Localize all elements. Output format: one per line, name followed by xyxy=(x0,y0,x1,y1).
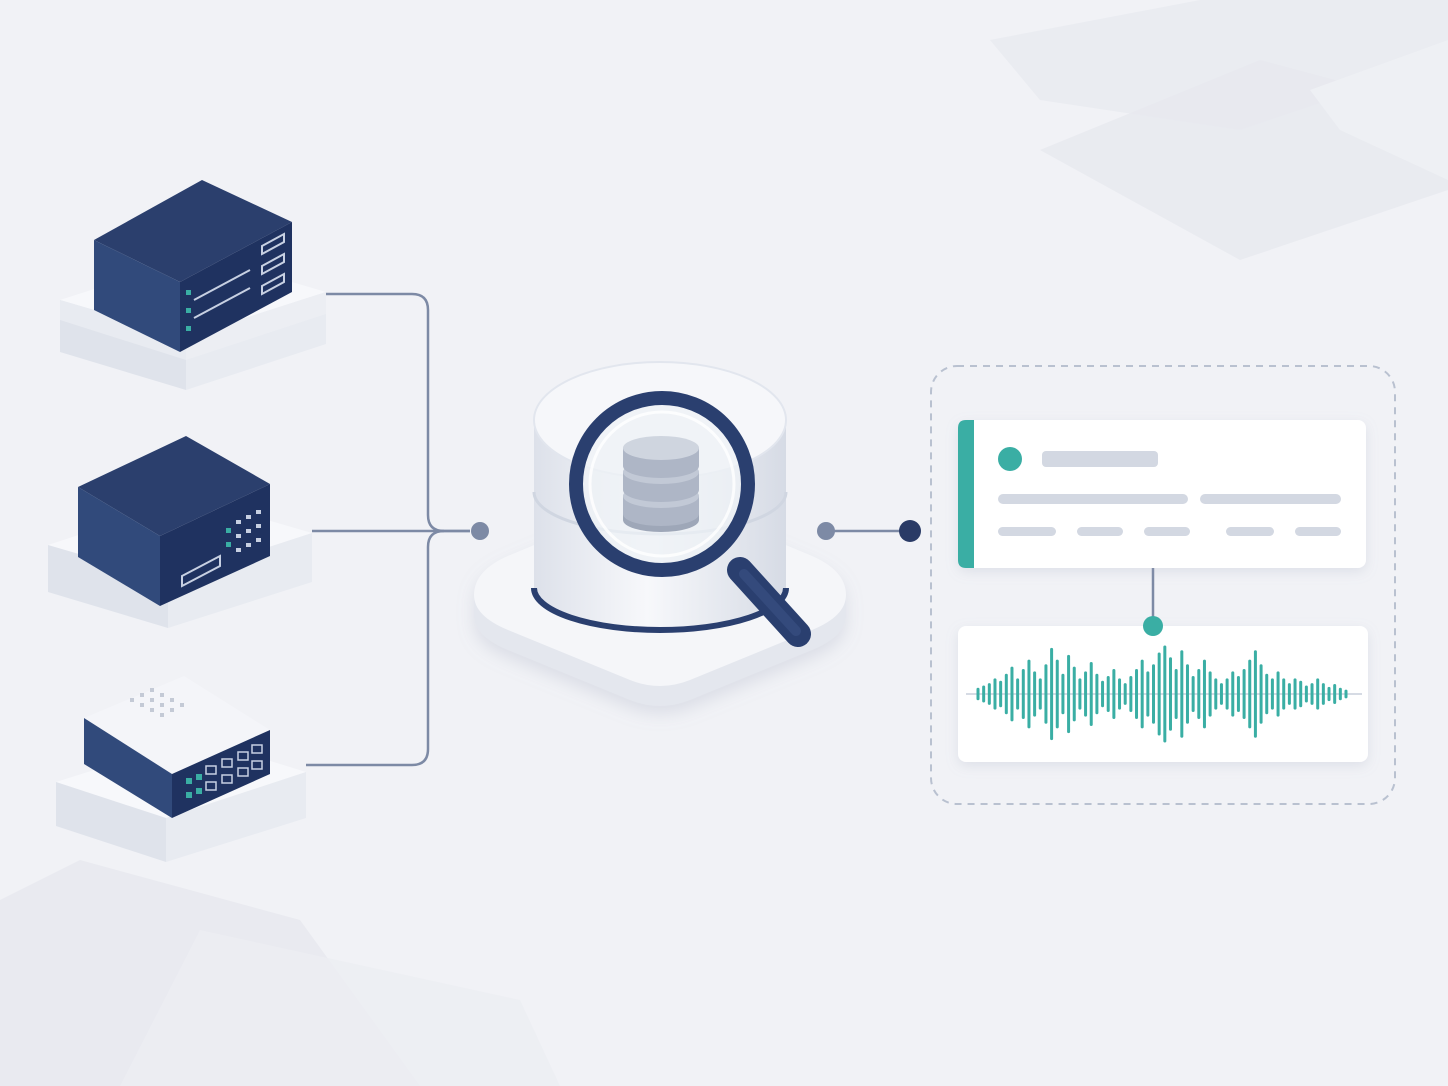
waveform-bars xyxy=(976,645,1348,743)
record-card-accent xyxy=(958,420,974,568)
junction-dot-output xyxy=(899,520,921,542)
waveform-link-dot xyxy=(1143,616,1163,636)
network-switch-icon xyxy=(56,676,306,862)
connector-server-3 xyxy=(306,529,445,767)
output-panel xyxy=(930,365,1396,805)
connector-lines xyxy=(306,292,1155,767)
database-search-icon xyxy=(474,361,846,706)
storage-server-icon xyxy=(48,436,312,628)
connector-server-1 xyxy=(326,292,470,533)
junction-dot-hub-right xyxy=(817,522,835,540)
junction-dot-left xyxy=(471,522,489,540)
server-rack-icon xyxy=(60,180,326,390)
record-status-dot xyxy=(998,447,1022,471)
output-frame xyxy=(930,365,1396,805)
record-placeholder-lines xyxy=(998,451,1341,536)
